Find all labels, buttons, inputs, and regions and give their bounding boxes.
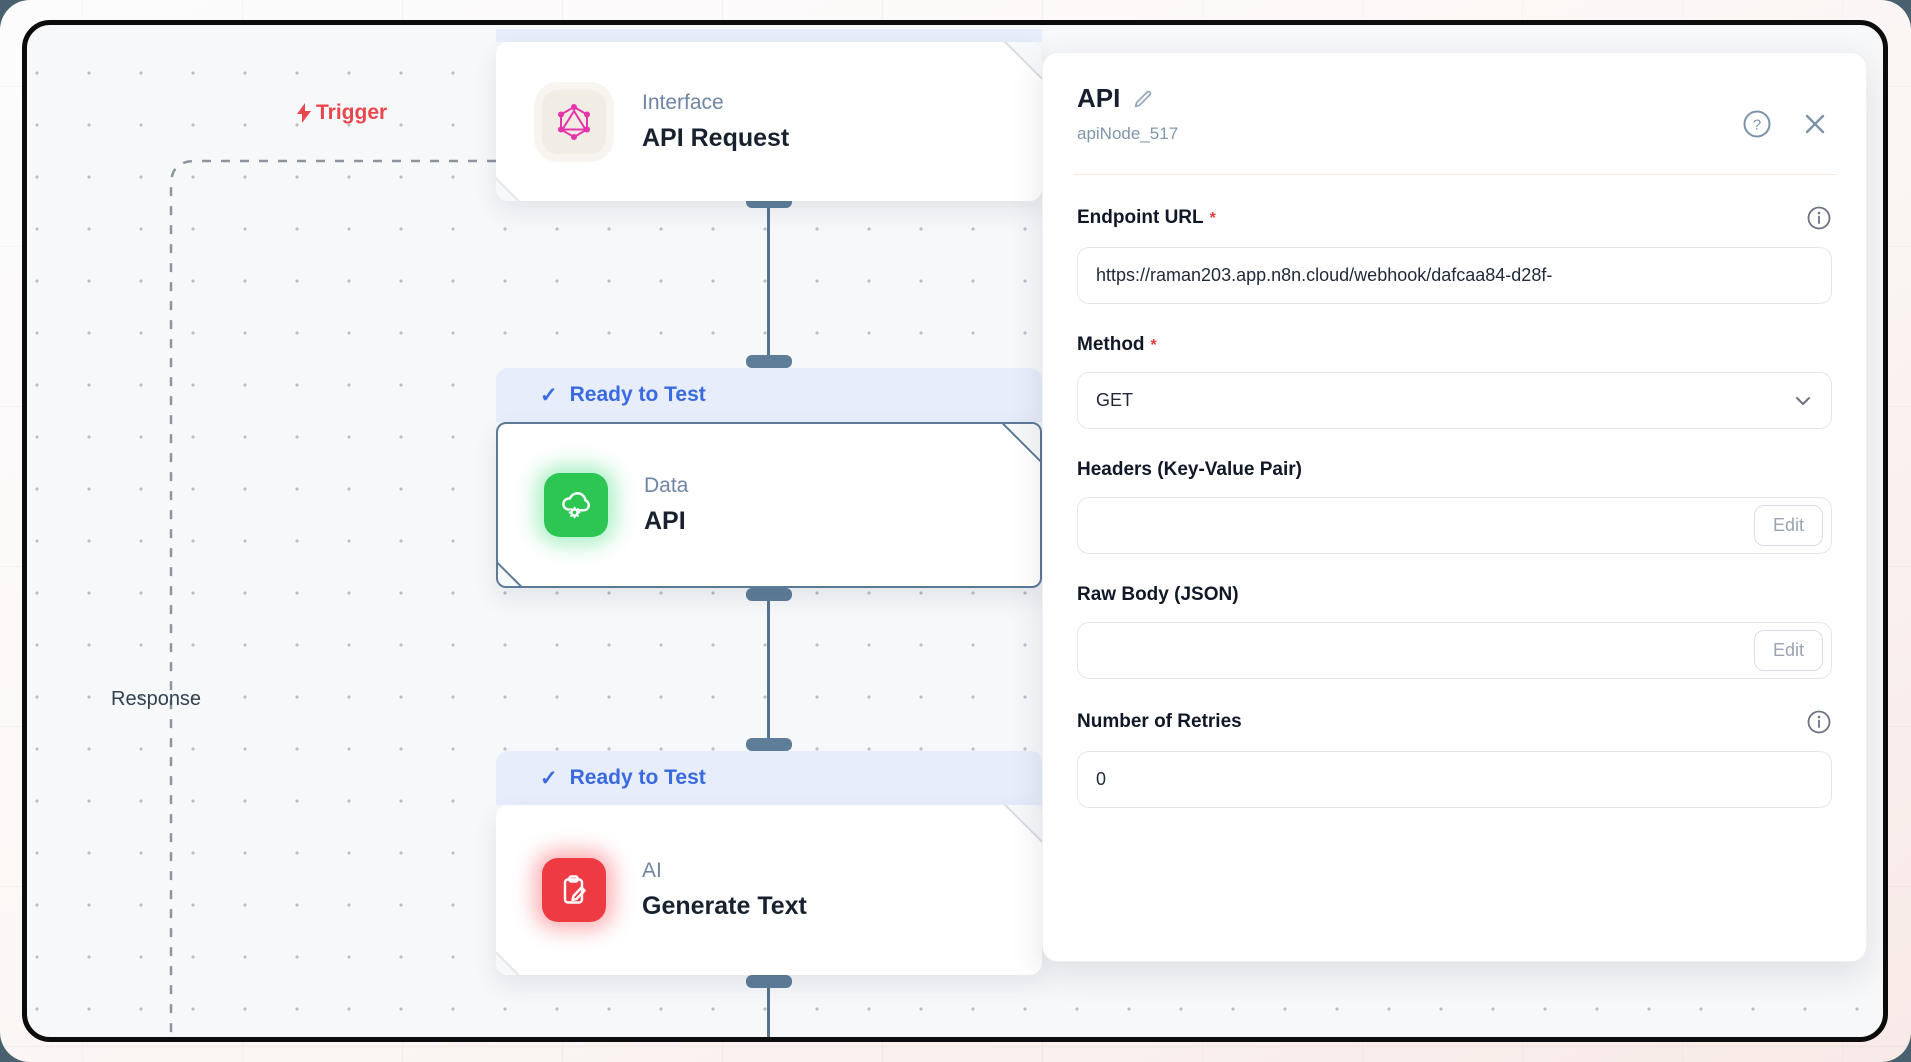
- headers-field[interactable]: Edit: [1077, 497, 1832, 554]
- endpoint-url-label: Endpoint URL: [1077, 207, 1204, 228]
- close-panel-button[interactable]: [1802, 111, 1828, 137]
- raw-body-edit-button[interactable]: Edit: [1753, 630, 1823, 671]
- node-category: AI: [642, 859, 662, 882]
- check-icon: ✓: [540, 383, 558, 407]
- retries-input[interactable]: [1096, 769, 1813, 790]
- svg-text:?: ?: [1753, 117, 1761, 134]
- node-api-request-badge-clipped: [496, 29, 1042, 42]
- corner-notch: [1001, 424, 1040, 463]
- connector-line: [767, 982, 770, 1037]
- node-category: Interface: [642, 90, 724, 114]
- endpoint-url-input[interactable]: [1096, 265, 1813, 286]
- node-title: API: [644, 507, 686, 535]
- connector-cap[interactable]: [746, 738, 792, 751]
- raw-body-field[interactable]: Edit: [1077, 622, 1832, 679]
- corner-notch: [496, 950, 521, 975]
- cloud-gear-icon: [544, 473, 608, 537]
- corner-notch: [1003, 805, 1042, 844]
- corner-notch: [1003, 42, 1042, 81]
- panel-title: API: [1077, 83, 1121, 113]
- ready-to-test-badge: ✓ Ready to Test: [496, 751, 1042, 805]
- corner-notch: [498, 561, 523, 586]
- check-icon: ✓: [540, 766, 558, 790]
- node-generate-text[interactable]: AI Generate Text: [496, 805, 1042, 975]
- info-icon[interactable]: [1806, 709, 1832, 735]
- node-category: Data: [644, 474, 689, 497]
- raw-body-label: Raw Body (JSON): [1077, 584, 1239, 605]
- trigger-label: Trigger: [294, 101, 387, 125]
- connector-cap[interactable]: [746, 355, 792, 368]
- clipboard-pencil-icon: [542, 858, 606, 922]
- node-api-request[interactable]: Interface API Request: [496, 42, 1042, 201]
- connector-cap[interactable]: [746, 975, 792, 988]
- retries-label: Number of Retries: [1077, 711, 1242, 732]
- required-asterisk: *: [1150, 337, 1157, 354]
- method-selected-value: GET: [1096, 390, 1134, 410]
- headers-label: Headers (Key-Value Pair): [1077, 459, 1302, 480]
- method-label: Method: [1077, 334, 1145, 355]
- corner-notch: [496, 176, 521, 201]
- connector-line: [767, 595, 770, 745]
- help-button[interactable]: ?: [1742, 109, 1772, 139]
- node-data-api[interactable]: Data API: [496, 422, 1042, 588]
- info-icon[interactable]: [1806, 205, 1832, 231]
- required-asterisk: *: [1209, 210, 1216, 227]
- node-title: API Request: [642, 123, 790, 152]
- ready-to-test-badge: ✓ Ready to Test: [496, 368, 1042, 422]
- connector-line: [767, 207, 770, 361]
- node-title: Generate Text: [642, 892, 807, 920]
- response-label: Response: [111, 688, 202, 710]
- edit-title-pencil-icon[interactable]: [1132, 88, 1154, 110]
- node-config-panel: API apiNode_517 ?: [1042, 52, 1867, 962]
- method-select[interactable]: GET: [1077, 372, 1832, 429]
- chevron-down-icon: [1796, 396, 1810, 405]
- headers-edit-button[interactable]: Edit: [1753, 505, 1823, 546]
- connector-cap[interactable]: [746, 588, 792, 601]
- graphql-icon: [542, 89, 606, 154]
- workflow-canvas[interactable]: Trigger Response: [22, 20, 1888, 1042]
- panel-divider: [1073, 174, 1836, 175]
- lightning-bolt-icon: [297, 103, 311, 123]
- node-id-label: apiNode_517: [1077, 124, 1179, 143]
